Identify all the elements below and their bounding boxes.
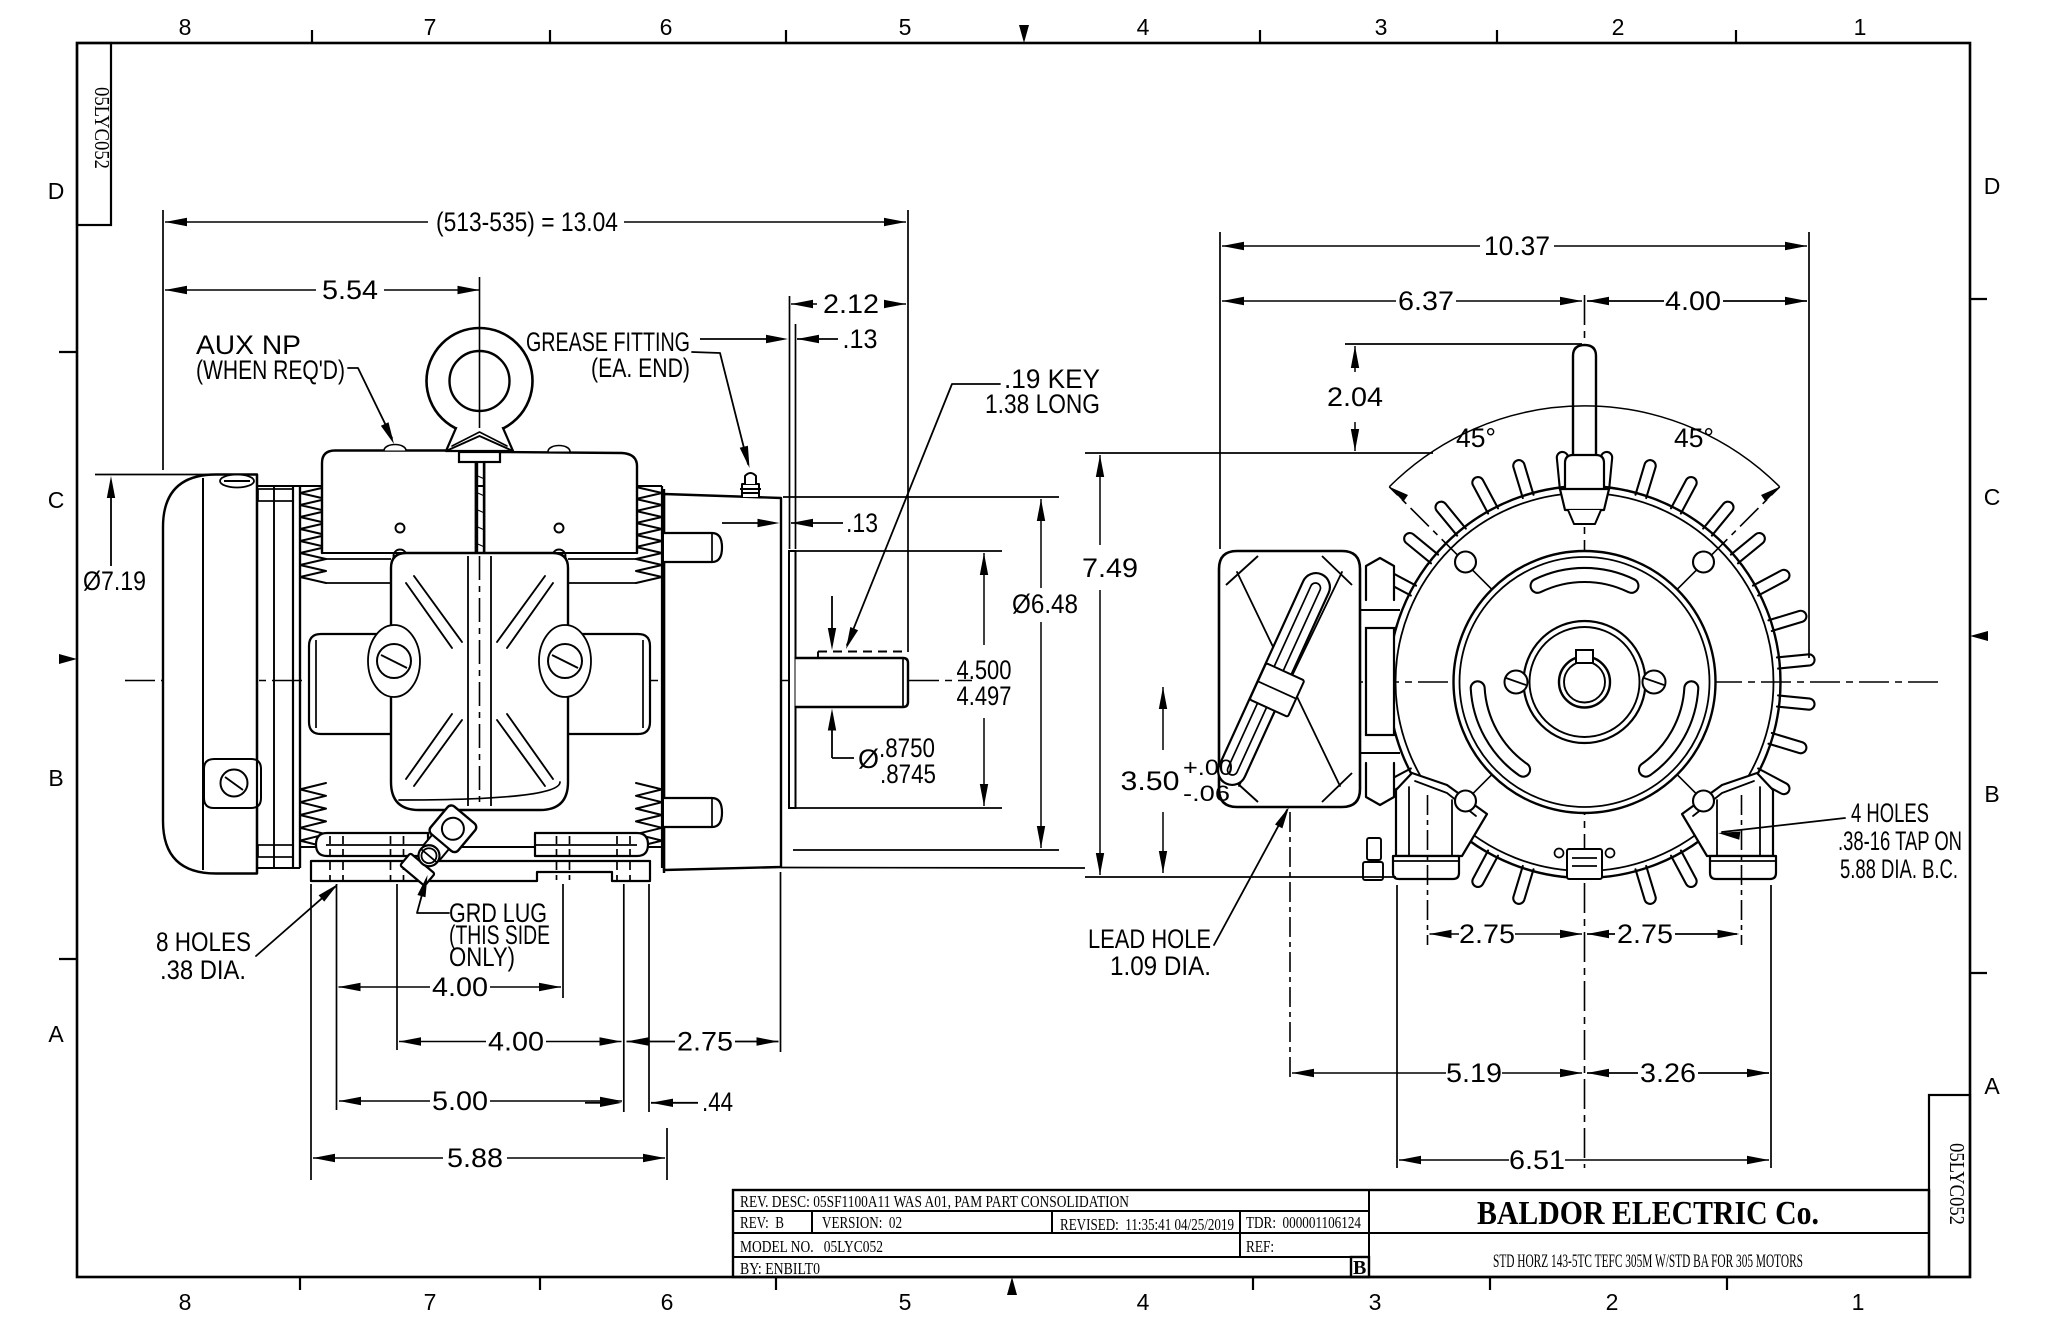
svg-text:4.00: 4.00 — [1665, 286, 1721, 316]
svg-text:05LYC052: 05LYC052 — [1945, 1143, 1969, 1225]
svg-text:C: C — [48, 487, 65, 513]
svg-text:AUX NP: AUX NP — [196, 330, 301, 360]
svg-text:4.00: 4.00 — [488, 1027, 544, 1057]
svg-text:2.12: 2.12 — [823, 289, 879, 319]
svg-text:STD HORZ 143-5TC TEFC 305M W/S: STD HORZ 143-5TC TEFC 305M W/STD BA FOR … — [1493, 1251, 1803, 1272]
svg-text:Ø7.19: Ø7.19 — [83, 566, 146, 596]
svg-text:2: 2 — [1606, 1289, 1619, 1315]
svg-text:4.497: 4.497 — [957, 681, 1012, 711]
svg-text:A: A — [48, 1021, 64, 1047]
svg-text:45°: 45° — [1674, 423, 1714, 453]
svg-text:(THIS SIDE: (THIS SIDE — [449, 920, 550, 950]
svg-text:5.54: 5.54 — [322, 275, 378, 305]
svg-text:5: 5 — [899, 1289, 912, 1315]
svg-text:5: 5 — [899, 14, 912, 40]
svg-text:REV. DESC: 05SF1100A11 WAS A01: REV. DESC: 05SF1100A11 WAS A01, PAM PART… — [740, 1192, 1129, 1211]
svg-text:B: B — [1353, 1257, 1366, 1279]
svg-text:D: D — [1984, 173, 2001, 199]
svg-text:4 HOLES: 4 HOLES — [1851, 798, 1929, 828]
svg-text:.8750: .8750 — [879, 733, 935, 763]
svg-text:.38-16 TAP ON: .38-16 TAP ON — [1838, 826, 1962, 856]
svg-text:Ø: Ø — [858, 744, 879, 774]
svg-text:4: 4 — [1137, 1289, 1150, 1315]
svg-text:A: A — [1984, 1073, 2000, 1099]
svg-text:REF:: REF: — [1246, 1237, 1274, 1256]
svg-text:.13: .13 — [846, 508, 878, 538]
svg-text:(EA. END): (EA. END) — [591, 353, 690, 383]
svg-text:6.37: 6.37 — [1398, 286, 1454, 316]
svg-text:.8745: .8745 — [880, 759, 936, 789]
svg-text:-.06: -.06 — [1183, 781, 1230, 806]
svg-text:GRD LUG: GRD LUG — [449, 898, 547, 928]
svg-text:6: 6 — [660, 14, 673, 40]
svg-text:REVISED: 11:35:41 04/25/2019: REVISED: 11:35:41 04/25/2019 — [1060, 1215, 1234, 1234]
svg-text:2.04: 2.04 — [1327, 382, 1383, 412]
svg-text:VERSION: 02: VERSION: 02 — [822, 1213, 902, 1232]
svg-text:GREASE FITTING: GREASE FITTING — [526, 327, 690, 357]
svg-text:5.88: 5.88 — [447, 1143, 503, 1173]
svg-text:REV: B: REV: B — [740, 1213, 784, 1232]
svg-text:+.00: +.00 — [1183, 755, 1233, 780]
svg-text:BALDOR ELECTRIC Co.: BALDOR ELECTRIC Co. — [1477, 1195, 1819, 1232]
svg-text:4.500: 4.500 — [957, 655, 1012, 685]
svg-text:.44: .44 — [702, 1087, 733, 1117]
svg-text:3.26: 3.26 — [1640, 1058, 1696, 1088]
svg-text:1.09 DIA.: 1.09 DIA. — [1110, 951, 1211, 981]
svg-text:.38 DIA.: .38 DIA. — [160, 955, 246, 985]
svg-text:1: 1 — [1852, 1289, 1865, 1315]
svg-text:MODEL NO. 05LYC052: MODEL NO. 05LYC052 — [740, 1237, 883, 1256]
svg-text:5.00: 5.00 — [432, 1086, 488, 1116]
svg-text:3: 3 — [1369, 1289, 1382, 1315]
svg-text:B: B — [1984, 781, 1999, 807]
svg-text:D: D — [48, 178, 65, 204]
svg-text:7: 7 — [424, 14, 437, 40]
svg-text:2.75: 2.75 — [677, 1027, 733, 1057]
svg-text:Ø6.48: Ø6.48 — [1012, 589, 1078, 619]
svg-text:TDR: 000001106124: TDR: 000001106124 — [1246, 1213, 1361, 1232]
svg-text:LEAD HOLE: LEAD HOLE — [1088, 924, 1211, 954]
svg-text:7.49: 7.49 — [1082, 553, 1138, 583]
svg-text:3.50: 3.50 — [1121, 766, 1180, 796]
svg-text:6.51: 6.51 — [1509, 1145, 1565, 1175]
svg-text:4.00: 4.00 — [432, 972, 488, 1002]
svg-text:5.19: 5.19 — [1446, 1058, 1502, 1088]
svg-text:2: 2 — [1612, 14, 1625, 40]
svg-text:8: 8 — [179, 1289, 192, 1315]
svg-text:5.88 DIA. B.C.: 5.88 DIA. B.C. — [1840, 854, 1958, 884]
svg-text:8: 8 — [179, 14, 192, 40]
svg-text:10.37: 10.37 — [1484, 231, 1550, 261]
svg-text:.13: .13 — [843, 324, 878, 354]
svg-text:ONLY): ONLY) — [449, 942, 515, 972]
svg-text:8 HOLES: 8 HOLES — [156, 927, 251, 957]
svg-text:3: 3 — [1375, 14, 1388, 40]
svg-text:05LYC052: 05LYC052 — [90, 87, 114, 169]
svg-text:45°: 45° — [1456, 423, 1496, 453]
svg-text:(513-535) = 13.04: (513-535) = 13.04 — [436, 207, 618, 237]
svg-text:1.38 LONG: 1.38 LONG — [985, 389, 1100, 419]
svg-text:2.75: 2.75 — [1617, 919, 1673, 949]
svg-text:4: 4 — [1137, 14, 1150, 40]
svg-text:C: C — [1984, 484, 2001, 510]
svg-text:BY: ENBILT0: BY: ENBILT0 — [740, 1259, 820, 1278]
svg-text:B: B — [48, 765, 63, 791]
svg-text:(WHEN REQ'D): (WHEN REQ'D) — [196, 355, 345, 385]
svg-text:1: 1 — [1854, 14, 1867, 40]
svg-text:.19 KEY: .19 KEY — [1004, 364, 1100, 394]
svg-text:6: 6 — [661, 1289, 674, 1315]
svg-text:7: 7 — [424, 1289, 437, 1315]
svg-text:2.75: 2.75 — [1459, 919, 1515, 949]
